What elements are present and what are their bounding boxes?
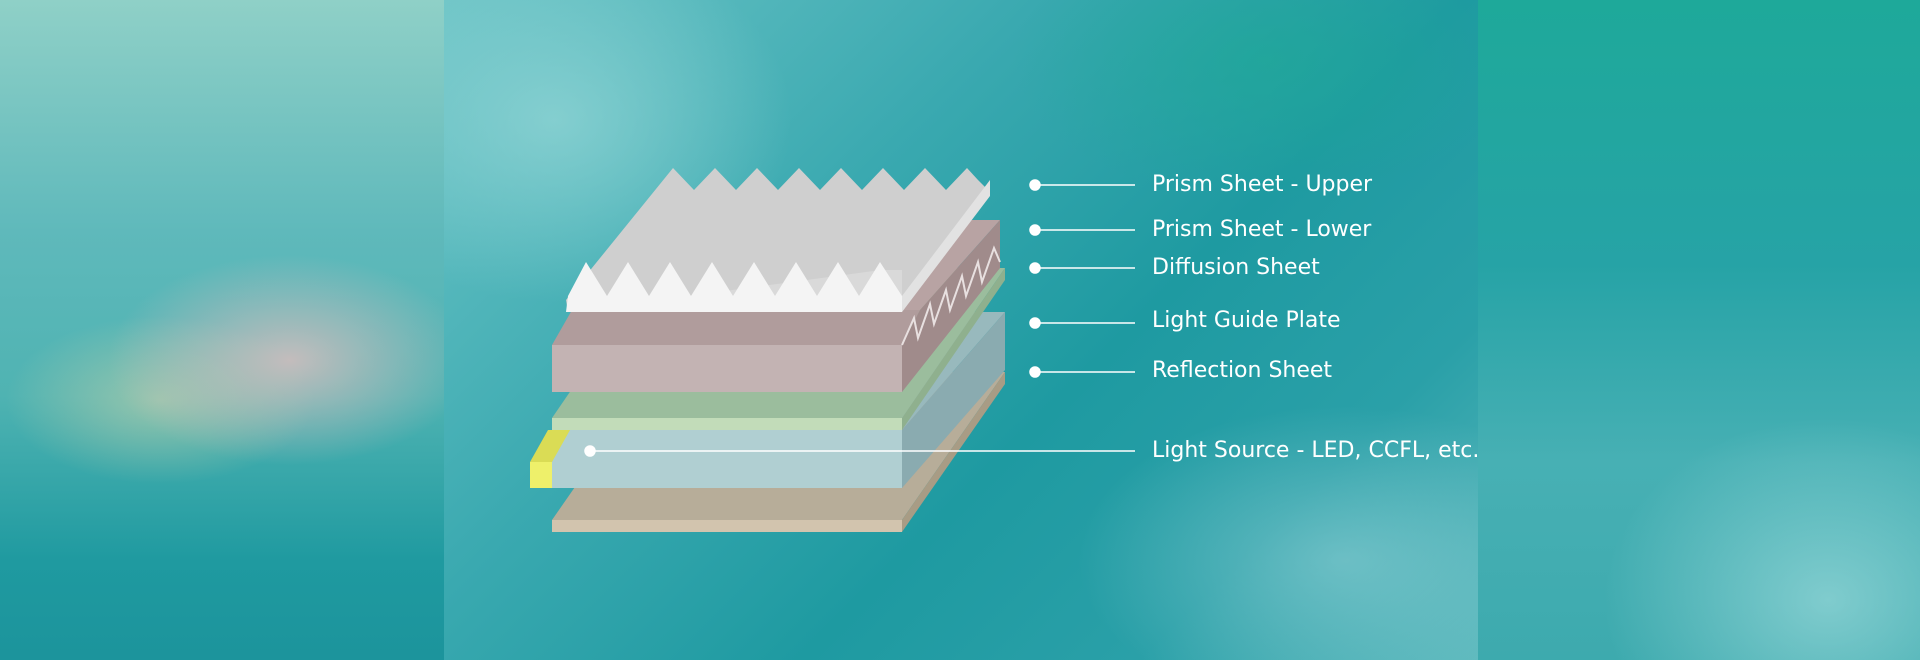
label-light-source: Light Source - LED, CCFL, etc. xyxy=(1152,438,1480,463)
label-prism-sheet-lower: Prism Sheet - Lower xyxy=(1152,217,1372,242)
background-left-panel xyxy=(0,0,444,660)
label-diffusion-sheet: Diffusion Sheet xyxy=(1152,255,1320,280)
label-prism-sheet-upper: Prism Sheet - Upper xyxy=(1152,172,1373,197)
leader-lines xyxy=(584,179,1135,457)
layer-prism-sheet-upper xyxy=(566,168,990,312)
label-reflection-sheet: Reflection Sheet xyxy=(1152,358,1333,383)
layer-light-source xyxy=(530,430,570,488)
label-light-guide-plate: Light Guide Plate xyxy=(1152,308,1341,333)
background-right-panel xyxy=(1478,0,1920,660)
